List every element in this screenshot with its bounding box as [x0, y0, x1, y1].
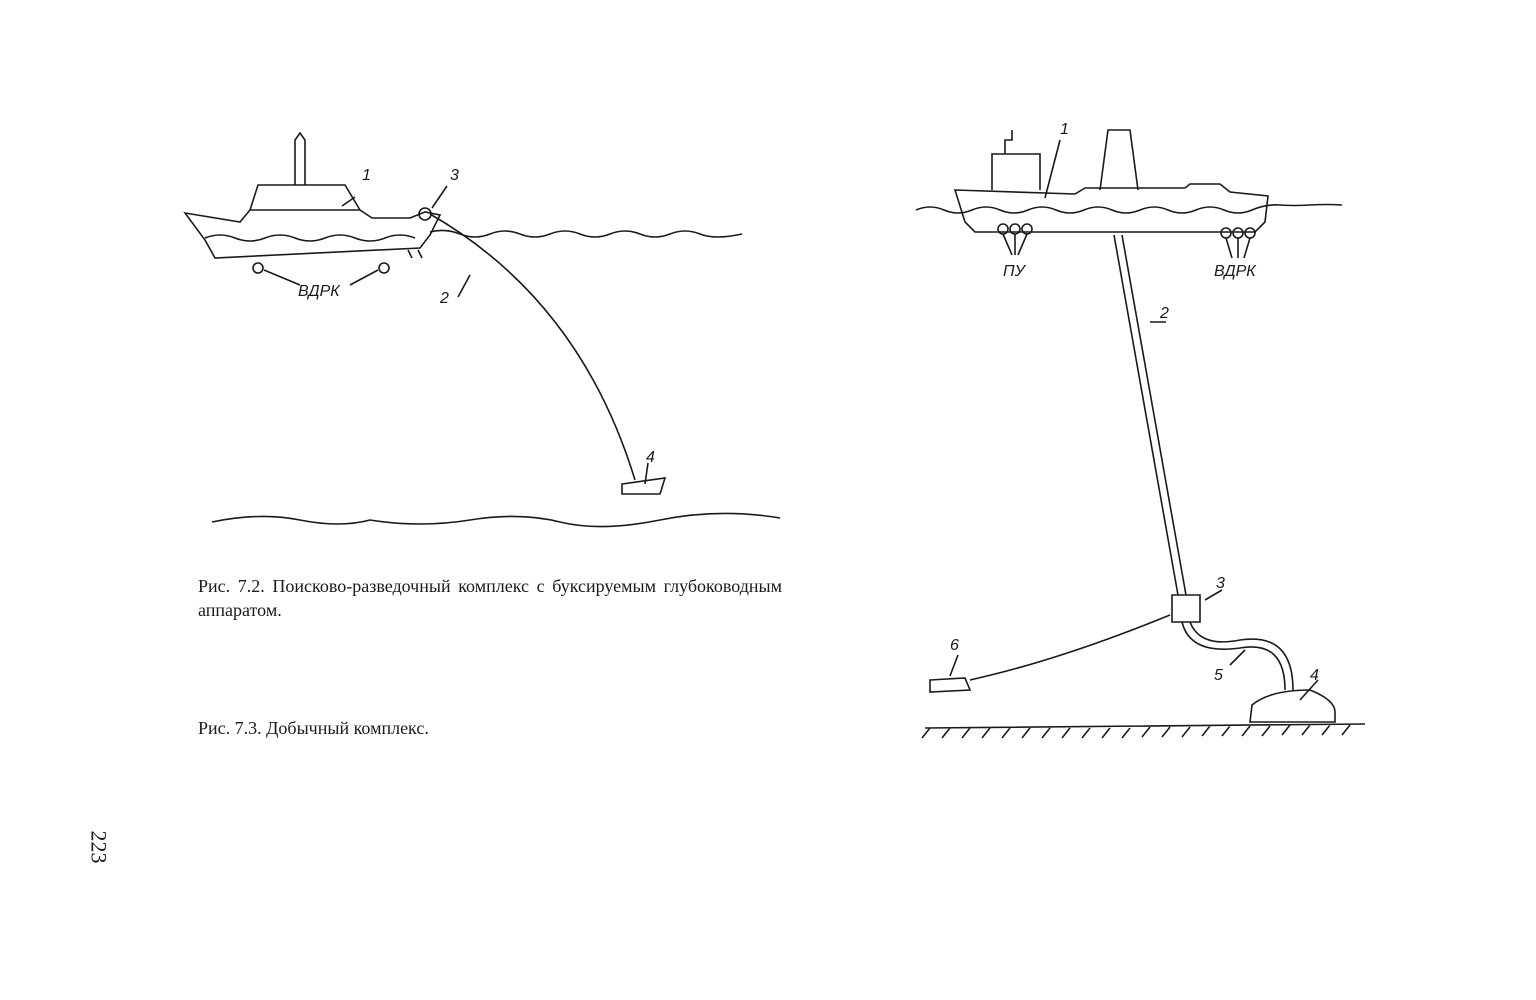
- label-thrusters: ВДРК: [298, 283, 341, 300]
- label-cable: 2: [439, 290, 449, 307]
- mining-vehicle: [929, 677, 972, 693]
- seabed: [921, 723, 1366, 739]
- ship-hull: [953, 183, 1269, 233]
- page-number: 223: [86, 830, 112, 864]
- buffer-module: [1171, 594, 1201, 623]
- towed-vehicle: [621, 477, 667, 495]
- label-pipe: 2: [1159, 305, 1169, 322]
- umbilical: [969, 614, 1171, 681]
- thruster-icon: [252, 262, 264, 274]
- figure-7-3-caption: Рис. 7.3. Добычный комплекс.: [198, 718, 429, 738]
- thruster-icon: [1232, 227, 1244, 239]
- thruster-icon: [1220, 227, 1232, 239]
- sea-surface: [204, 229, 743, 242]
- collector: [1249, 689, 1336, 723]
- thruster-icon: [1244, 227, 1256, 239]
- lift-pipe: [1113, 234, 1187, 596]
- label-winch: 3: [450, 167, 459, 184]
- label-collector: 4: [1310, 667, 1319, 684]
- figure-7-2-drawing: 1 3 2 4 ВДРК: [183, 131, 781, 528]
- label-vehicle: 4: [646, 449, 655, 466]
- label-ship: 1: [1060, 121, 1069, 138]
- label-vehicle: 6: [950, 637, 959, 654]
- hose: [1181, 621, 1294, 691]
- label-module: 3: [1216, 575, 1225, 592]
- label-pu: ПУ: [1003, 263, 1027, 280]
- ship-superstructure: [249, 131, 361, 211]
- label-ship: 1: [362, 167, 371, 184]
- label-thrusters: ВДРК: [1214, 263, 1257, 280]
- tow-cable: [429, 213, 636, 481]
- label-hose: 5: [1214, 667, 1223, 684]
- figure-7-3-drawing: 1 2 3 4 5 6 ПУ ВДРК: [915, 121, 1366, 739]
- thruster-icon: [378, 262, 390, 274]
- ship-superstructure: [991, 129, 1139, 191]
- figure-7-2-caption: Рис. 7.2. Поисково-разведочный комплекс …: [198, 576, 782, 620]
- ship-hull: [183, 209, 442, 259]
- sea-surface: [915, 203, 1343, 214]
- seabed: [211, 512, 781, 528]
